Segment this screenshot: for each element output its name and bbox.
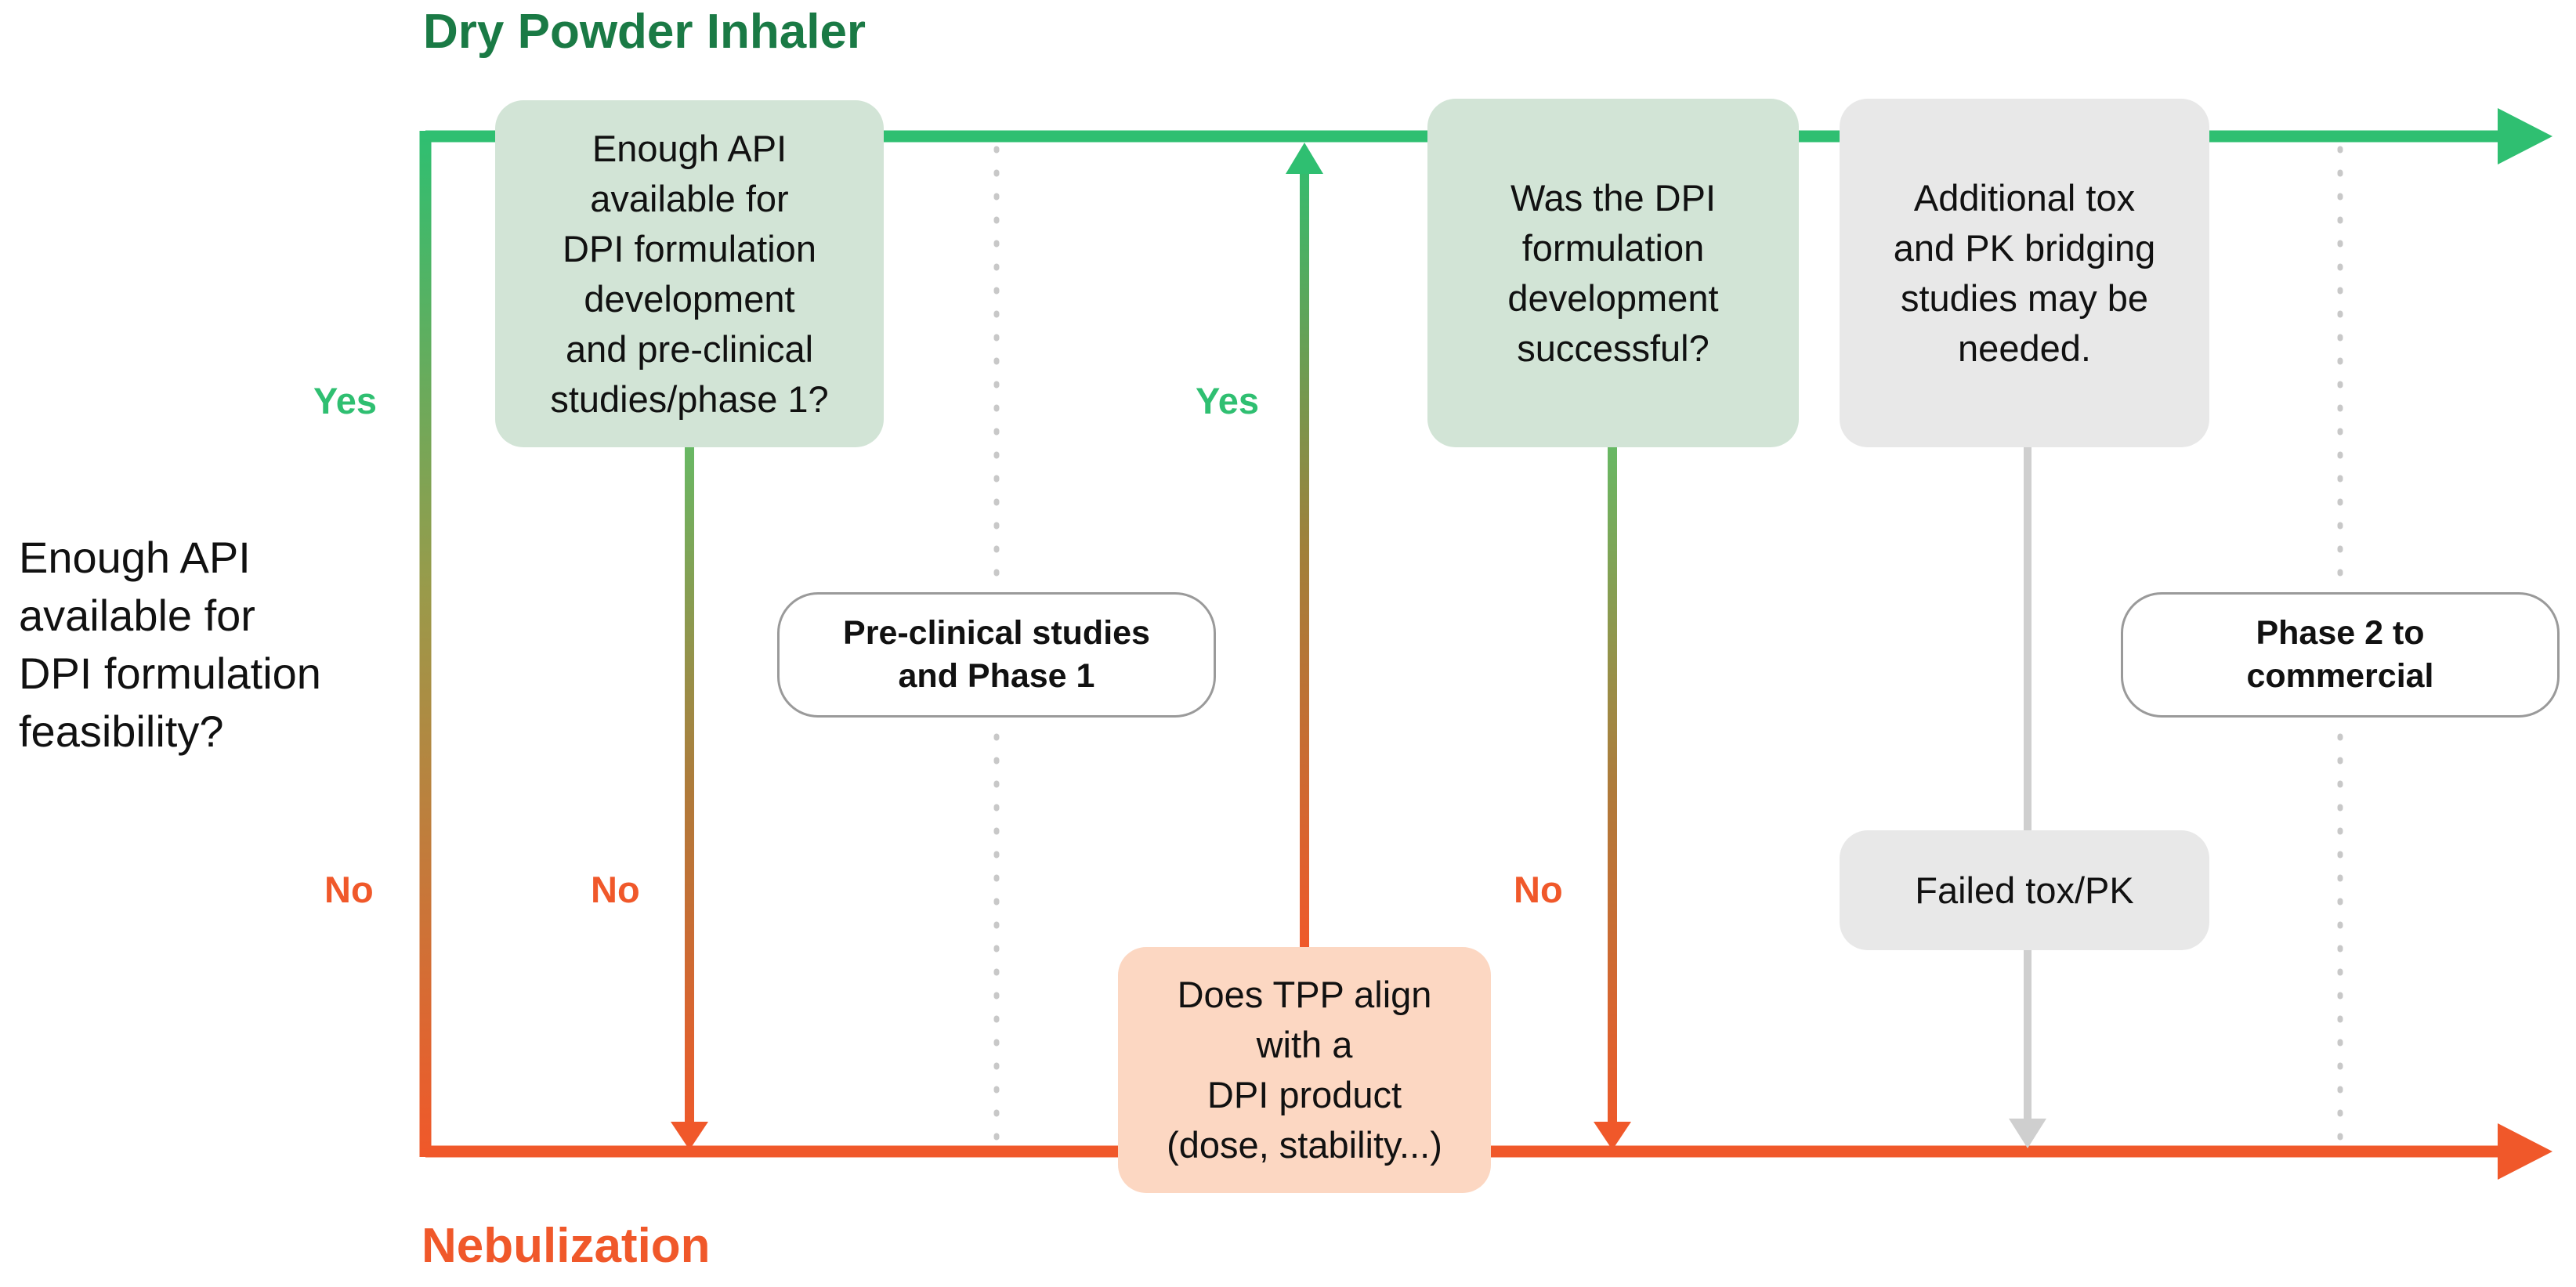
no-label-dpi: No — [1514, 869, 1563, 910]
tpp-yes-arrowhead — [1286, 143, 1323, 174]
yes-label-tpp: Yes — [1196, 380, 1260, 421]
no-label-api: No — [591, 869, 640, 910]
failed-tox-pk-box: Failed tox/PK — [1840, 830, 2209, 950]
nebulization-title: Nebulization — [421, 1219, 711, 1273]
dpi-success-box: Was the DPI formulation development succ… — [1427, 99, 1799, 447]
bridging-studies-box: Additional tox and PK bridging studies m… — [1840, 99, 2209, 447]
nebulization-track-arrowhead — [2498, 1123, 2552, 1180]
api-availability-box: Enough API available for DPI formulation… — [495, 100, 884, 447]
api-feasibility-question: Enough API available for DPI formulation… — [19, 533, 321, 756]
dpi-title: Dry Powder Inhaler — [423, 5, 867, 59]
api-no-arrowhead — [671, 1122, 708, 1150]
yes-label-left: Yes — [313, 380, 378, 421]
preclinical-phase-pill: Pre-clinical studies and Phase 1 — [777, 592, 1216, 718]
commercial-phase-pill: Phase 2 to commercial — [2121, 592, 2560, 718]
dpi-track-arrowhead — [2498, 108, 2552, 164]
no-label-left: No — [324, 869, 374, 910]
bridging-arrowhead — [2009, 1119, 2046, 1148]
tpp-alignment-box: Does TPP align with a DPI product (dose,… — [1118, 947, 1491, 1193]
dpi-no-arrowhead — [1594, 1122, 1631, 1150]
